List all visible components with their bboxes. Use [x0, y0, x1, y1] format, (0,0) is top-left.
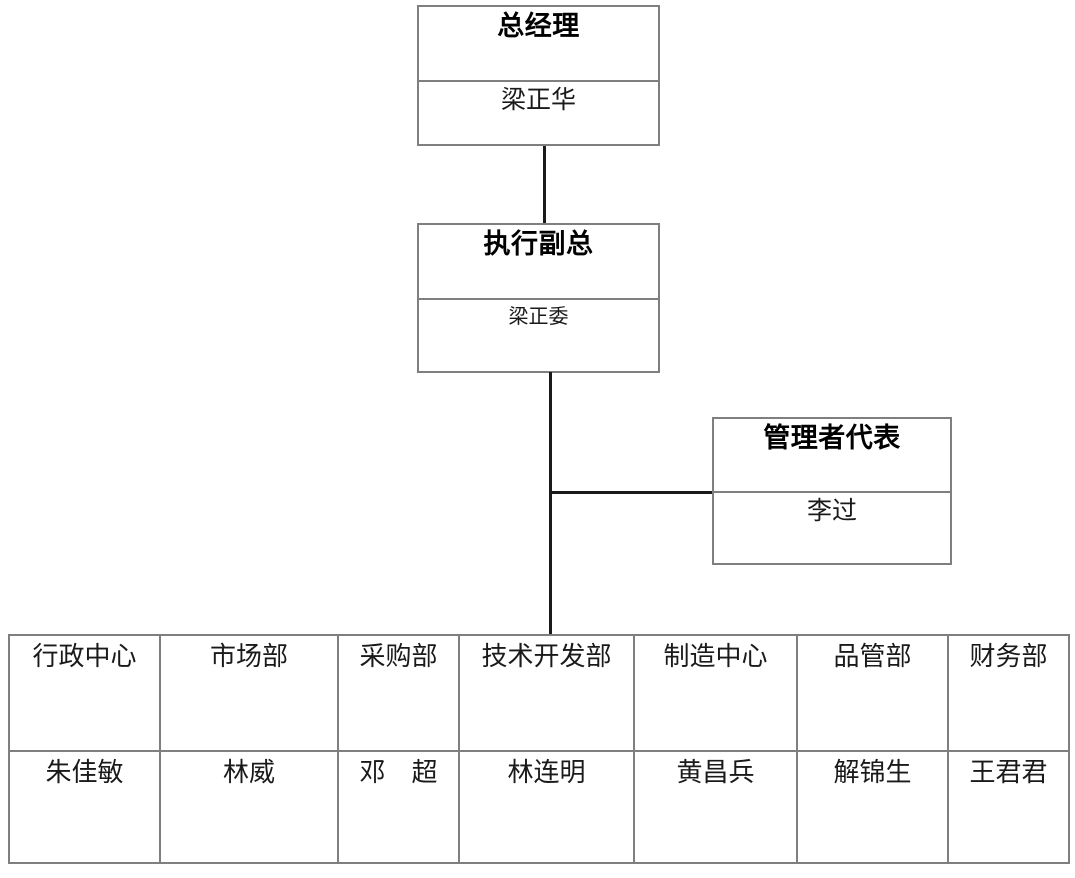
manager-cell-3[interactable]: 林连明 [458, 750, 635, 864]
dept-cell-5[interactable]: 品管部 [796, 634, 949, 752]
node-general-manager-name-cell: 梁正华 [419, 82, 658, 144]
departments-table: 行政中心 市场部 采购部 技术开发部 制造中心 品管部 财务部 [8, 634, 1070, 864]
node-general-manager-title: 总经理 [497, 11, 580, 41]
dept-name-4: 制造中心 [663, 642, 768, 671]
dept-cell-6[interactable]: 财务部 [947, 634, 1070, 752]
node-executive-vice-president[interactable]: 执行副总 梁正委 [417, 223, 660, 373]
departments-header-row: 行政中心 市场部 采购部 技术开发部 制造中心 品管部 财务部 [8, 634, 1070, 752]
manager-cell-4[interactable]: 黄昌兵 [633, 750, 798, 864]
connector-general-manager-to-evp [543, 146, 546, 224]
manager-cell-0[interactable]: 朱佳敏 [8, 750, 161, 864]
dept-cell-2[interactable]: 采购部 [337, 634, 460, 752]
node-evp-title: 执行副总 [483, 229, 594, 259]
departments-manager-row: 朱佳敏 林威 邓 超 林连明 黄昌兵 解锦生 王君君 [8, 750, 1070, 864]
node-management-representative-title: 管理者代表 [763, 423, 901, 453]
dept-cell-4[interactable]: 制造中心 [633, 634, 798, 752]
dept-cell-1[interactable]: 市场部 [159, 634, 339, 752]
manager-cell-6[interactable]: 王君君 [947, 750, 1070, 864]
dept-name-0: 行政中心 [32, 642, 137, 671]
manager-name-5: 解锦生 [833, 758, 912, 787]
manager-name-1: 林威 [222, 758, 275, 787]
manager-cell-2[interactable]: 邓 超 [337, 750, 460, 864]
node-evp-name-cell: 梁正委 [419, 300, 658, 371]
dept-name-3: 技术开发部 [481, 642, 612, 671]
dept-name-6: 财务部 [969, 642, 1048, 671]
node-management-representative-name: 李过 [806, 498, 857, 525]
connector-evp-trunk [549, 372, 552, 634]
manager-name-3: 林连明 [507, 758, 586, 787]
node-general-manager-name: 梁正华 [500, 87, 576, 114]
dept-cell-3[interactable]: 技术开发部 [458, 634, 635, 752]
manager-name-0: 朱佳敏 [45, 758, 124, 787]
node-management-representative-title-cell: 管理者代表 [714, 419, 950, 493]
dept-name-5: 品管部 [833, 642, 912, 671]
node-evp-name: 梁正委 [508, 306, 569, 328]
manager-cell-1[interactable]: 林威 [159, 750, 339, 864]
manager-name-2: 邓 超 [359, 758, 438, 787]
node-management-representative[interactable]: 管理者代表 李过 [712, 417, 952, 565]
node-general-manager-title-cell: 总经理 [419, 7, 658, 82]
node-general-manager[interactable]: 总经理 梁正华 [417, 5, 660, 146]
node-evp-title-cell: 执行副总 [419, 225, 658, 300]
manager-cell-5[interactable]: 解锦生 [796, 750, 949, 864]
manager-name-6: 王君君 [969, 758, 1048, 787]
dept-name-1: 市场部 [209, 642, 288, 671]
dept-cell-0[interactable]: 行政中心 [8, 634, 161, 752]
manager-name-4: 黄昌兵 [676, 758, 755, 787]
dept-name-2: 采购部 [359, 642, 438, 671]
node-management-representative-name-cell: 李过 [714, 493, 950, 563]
connector-trunk-to-management-representative [549, 491, 714, 494]
